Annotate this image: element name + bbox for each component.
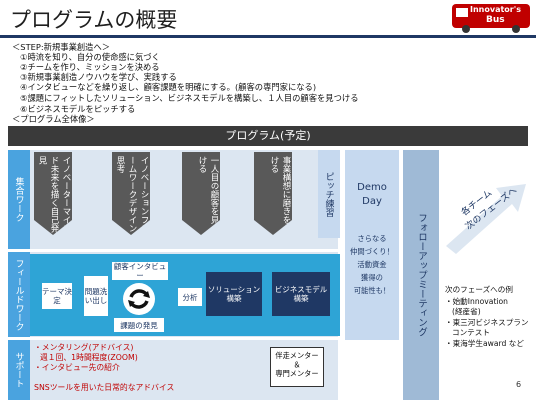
theme-box: テーマ決定 [42, 283, 72, 309]
next-examples-heading: 次のフェーズへの例 [445, 285, 513, 294]
group-arrow: イノベーションフレームワークデザイン思考 [112, 152, 150, 235]
demo-day: Demo Day さらなる 仲間づくり！ 活動資金 獲得の 可能性も！ [345, 150, 399, 340]
next-phase-arrow: 各チーム 次のフェーズへ [440, 180, 536, 260]
next-example: ・始動Innovation [445, 297, 508, 306]
demo-desc: 仲間づくり！ [350, 247, 394, 256]
steps-heading: ＜STEP:新規事業創造へ＞ [12, 42, 111, 52]
support-sns: SNSツールを用いた日常的なアドバイス [34, 383, 175, 392]
demo-desc: 可能性も！ [353, 286, 391, 295]
support-mentoring: ・メンタリング(アドバイス) [34, 343, 134, 352]
follow-up-meeting: フォローアップミーティング [403, 150, 439, 400]
support-mentoring-detail: 週１回、1時間程度(ZOOM) [40, 353, 138, 362]
group-arrow: 事業構想に磨きをかける [254, 152, 292, 235]
bus-logo: Innovator's Bus [450, 2, 534, 34]
demo-desc: さらなる [357, 234, 387, 243]
demo-title-1: Demo [357, 182, 387, 193]
analysis-box: 分析 [178, 288, 202, 306]
support-intro: ・インタビュー先の紹介 [34, 363, 120, 372]
cycle-icon [122, 282, 156, 316]
demo-desc: 獲得の [361, 273, 383, 282]
page-title: プログラムの概要 [10, 8, 178, 32]
overview-heading: ＜プログラム全体像＞ [12, 114, 95, 124]
step-item: ③新規事業創造ノウハウを学び、実践する [20, 72, 177, 82]
step-item: ②チームを作り、ミッションを決める [20, 62, 160, 72]
mentor-box: 伴走メンター ＆ 専門メンター [270, 347, 324, 387]
demo-desc: 活動資金 [357, 260, 387, 269]
category-support: サポート [8, 340, 30, 400]
model-box: ビジネスモデル構築 [272, 272, 330, 316]
mentor-line: 専門メンター [275, 369, 319, 378]
step-item: ⑤課題にフィットしたソリューション、ビジネスモデルを構築し、１人目の顧客を見つけ… [20, 93, 359, 103]
step-item: ①時流を知り、自分の使命感に気づく [20, 52, 160, 62]
next-example: (経産省) [452, 307, 481, 316]
step-item: ⑥ビジネスモデルをピッチする [20, 104, 136, 114]
step-item: ④インタビューなどを繰り返し、顧客課題を明確にする。(顧客の専門家になる) [20, 82, 317, 92]
program-header: プログラム(予定) [8, 126, 528, 146]
category-group: 集合ワーク [8, 150, 30, 249]
solution-box: ソリューション構築 [206, 272, 262, 316]
next-example: ・東三河ビジネスプラン [445, 318, 529, 327]
group-arrow: イノベーターマインド未来を描く自己発見 [34, 152, 72, 235]
mentor-line: ＆ [293, 360, 301, 369]
page-number: 6 [516, 380, 522, 389]
category-field: フィールドワーク [8, 252, 30, 337]
title-bar [0, 0, 536, 38]
interview-box: 顧客インタビュー [112, 262, 168, 280]
pitch-practice: ピッチ練習 [318, 150, 340, 238]
logo-text-1: Innovator's [470, 5, 521, 14]
arrow-icon [446, 184, 526, 254]
group-arrow: 一人目の顧客を見つける [182, 152, 220, 235]
next-example: ・東海学生award など [445, 339, 524, 348]
bus-icon [452, 4, 530, 33]
next-example: コンテスト [452, 328, 490, 337]
problem-box: 問題洗い出し [84, 276, 108, 316]
logo-text-2: Bus [486, 15, 505, 25]
discovery-box: 課題の発見 [114, 318, 164, 332]
demo-title-2: Day [362, 196, 382, 207]
mentor-line: 伴走メンター [275, 351, 319, 360]
